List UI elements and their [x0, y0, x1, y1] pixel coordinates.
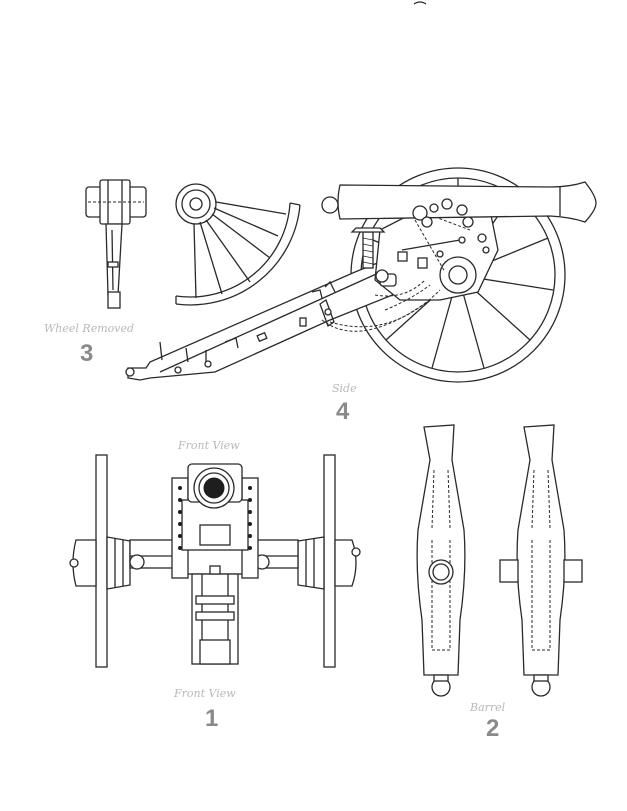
side-caption: Side: [332, 382, 357, 395]
barrel-view-left: [416, 424, 466, 697]
top-edge-mark: [413, 1, 427, 5]
wheel-removed-quarter-wheel: [175, 183, 301, 306]
front-view-caption-bottom: Front View: [174, 687, 236, 700]
figure-number-2: 2: [486, 715, 500, 742]
front-view-trail: [191, 565, 239, 665]
front-view-right-wheel: [297, 454, 361, 668]
side-view-cheek-plate: [374, 209, 499, 301]
front-view-left-wheel: [69, 454, 131, 668]
front-view-caption-top: Front View: [178, 439, 240, 452]
figure-number-1: 1: [205, 705, 219, 732]
figure-number-4: 4: [336, 398, 350, 425]
wheel-removed-caption: Wheel Removed: [44, 322, 135, 335]
side-view-chains: [321, 279, 441, 332]
side-view-elevating-screw: [350, 227, 389, 283]
figure-number-3: 3: [80, 340, 94, 367]
wheel-removed-axle-view: [85, 179, 147, 309]
front-view-muzzle: [187, 463, 243, 509]
barrel-view-right: [499, 424, 583, 697]
side-view-barrel: [321, 181, 597, 228]
barrel-caption: Barrel: [470, 701, 506, 714]
